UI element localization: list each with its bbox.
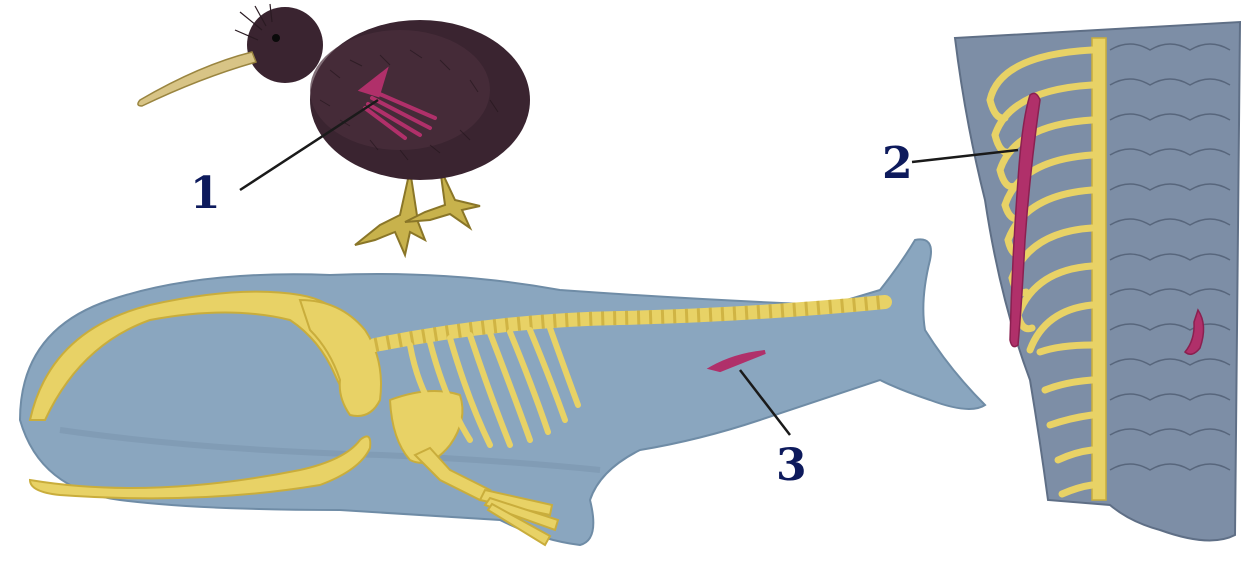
kiwi-beak [138, 52, 256, 106]
kiwi-legs [355, 168, 480, 255]
whale [20, 239, 985, 545]
label-1: 1 [190, 168, 221, 219]
python-spine [1092, 38, 1106, 500]
label-2: 2 [882, 138, 913, 189]
python-body-section [955, 22, 1240, 540]
kiwi-head [247, 7, 323, 83]
label-3: 3 [776, 440, 807, 491]
kiwi-eye [272, 34, 280, 42]
